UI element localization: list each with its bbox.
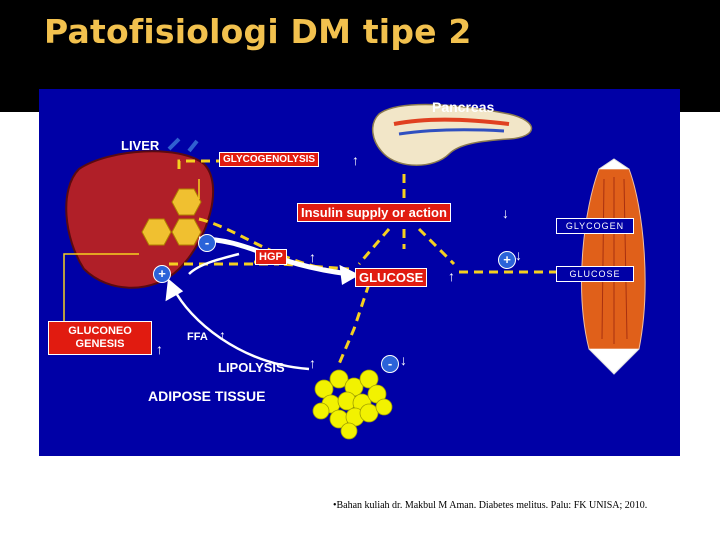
liver-plus-sign: +: [153, 265, 171, 283]
glucose-box: GLUCOSE: [355, 268, 428, 287]
adipose-tissue-label: ADIPOSE TISSUE: [148, 388, 266, 404]
insulin-box: Insulin supply or action: [297, 203, 451, 222]
insulin-down-arrow: ↓: [502, 205, 509, 221]
pancreas-duct: [393, 117, 510, 126]
pathophysiology-diagram: LIVER Pancreas GLYCOGENOLYSIS ↑ Insulin …: [39, 89, 680, 456]
glycogenolysis-box: GLYCOGENOLYSIS: [219, 152, 320, 167]
ffa-up-arrow: ↑: [219, 327, 226, 343]
muscle-down-arrow: ↓: [515, 247, 522, 263]
lipolysis-label: LIPOLYSIS: [218, 360, 285, 375]
liver-vessels: [167, 137, 199, 153]
ffa-label: FFA: [187, 331, 208, 343]
muscle-glycogen-box: GLYCOGEN: [556, 218, 634, 234]
adipose-down-arrow: ↓: [400, 352, 407, 368]
liver-label: LIVER: [121, 138, 160, 153]
diagram-graphics: [63, 103, 646, 440]
pancreas-label: Pancreas: [432, 99, 495, 115]
gluconeogenesis-up-arrow: ↑: [156, 341, 163, 357]
liver-minus-sign: -: [198, 234, 216, 252]
glucose-up-arrow: ↑: [448, 268, 455, 284]
glycogenolysis-up-arrow: ↑: [352, 152, 359, 168]
muscle-glucose-box: GLUCOSE: [556, 266, 634, 282]
lipolysis-up-arrow: ↑: [309, 355, 316, 371]
connector-lines: [63, 179, 200, 329]
adipose-cells: [312, 369, 393, 440]
gluconeogenesis-line1: GLUCONEO: [68, 325, 132, 337]
gluconeogenesis-box: GLUCONEO GENESIS: [48, 321, 152, 355]
adipose-minus-sign: -: [381, 355, 399, 373]
hgp-box: HGP: [255, 249, 287, 265]
muscle-plus-sign: +: [498, 251, 516, 269]
pancreas-vessel: [398, 128, 505, 136]
gluconeogenesis-line2: GENESIS: [75, 338, 125, 350]
hgp-up-arrow: ↑: [309, 249, 316, 265]
citation: •Bahan kuliah dr. Makbul M Aman. Diabete…: [333, 500, 648, 511]
glycogen-hexagons: [141, 188, 202, 246]
slide-title: Patofisiologi DM tipe 2: [44, 12, 472, 51]
